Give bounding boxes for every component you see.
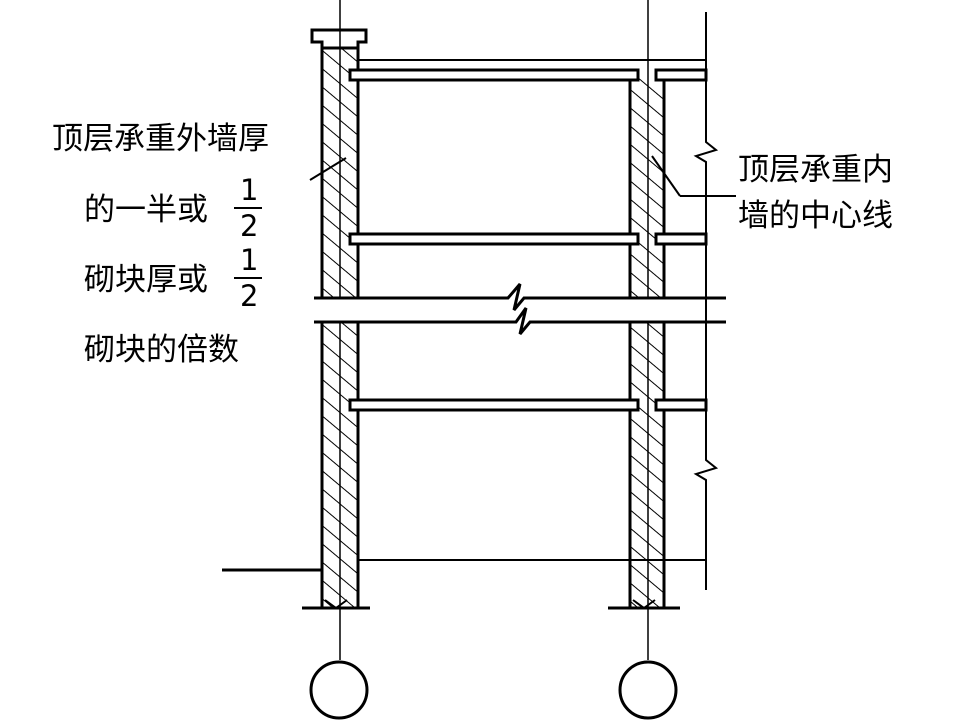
- inner-wall-label-line2: 墙的中心线: [738, 198, 893, 234]
- axis-circle-left: [309, 660, 369, 720]
- inner-wall-label-line1: 顶层承重内: [738, 152, 893, 188]
- parapet-cap: [310, 28, 368, 50]
- height-dimension-line: [693, 12, 719, 590]
- fraction-half-1: 1 2: [234, 173, 262, 243]
- svg-text:2: 2: [240, 279, 258, 313]
- inner-wall-hatch: [630, 78, 664, 608]
- inner-wall-leader: [651, 155, 681, 197]
- axis-circle-right: [618, 660, 678, 720]
- outer-wall-leader: [309, 157, 347, 181]
- svg-text:2: 2: [240, 209, 258, 243]
- fraction-half-2: 1 2: [234, 243, 262, 313]
- outer-wall-label-line2: 的一半或: [84, 192, 208, 228]
- outer-wall-label-line3: 砌块厚或: [84, 262, 208, 298]
- svg-text:1: 1: [240, 173, 258, 207]
- outer-wall-label-line1: 顶层承重外墙厚: [52, 121, 269, 157]
- outer-wall: [302, 0, 370, 660]
- svg-text:1: 1: [240, 243, 258, 277]
- break-band: [314, 283, 726, 335]
- outer-wall-label-line4: 砌块的倍数: [84, 332, 239, 368]
